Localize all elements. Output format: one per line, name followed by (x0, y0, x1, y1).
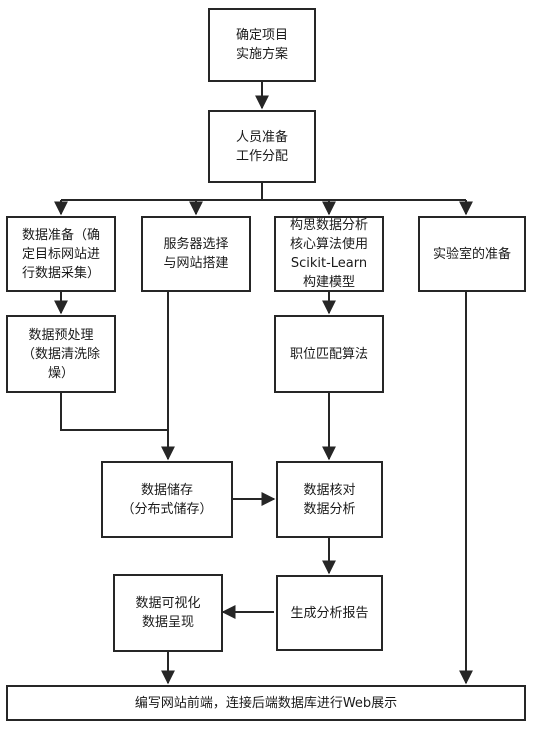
node-algorithm-design: 构思数据分析 核心算法使用 Scikit-Learn 构建模型 (274, 216, 384, 292)
node-data-verification-label: 数据核对 数据分析 (303, 482, 356, 517)
node-staff-preparation-label: 人员准备 工作分配 (235, 129, 288, 164)
node-lab-preparation: 实验室的准备 (418, 216, 526, 292)
node-define-project-plan: 确定项目 实施方案 (208, 8, 316, 82)
node-data-storage-label: 数据储存 （分布式储存） (121, 482, 213, 517)
connector-preprocess-to-merge (60, 393, 168, 431)
node-data-preparation: 数据准备（确 定目标网站进 行数据采集） (6, 216, 116, 292)
node-data-visualization: 数据可视化 数据呈现 (113, 574, 223, 652)
node-data-verification: 数据核对 数据分析 (276, 461, 383, 538)
node-lab-preparation-label: 实验室的准备 (432, 246, 511, 262)
node-data-preprocessing-label: 数据预处理 （数据清洗除 燥） (21, 327, 100, 381)
node-algorithm-design-label: 构思数据分析 核心算法使用 Scikit-Learn 构建模型 (289, 218, 368, 290)
node-staff-preparation: 人员准备 工作分配 (208, 110, 316, 183)
node-data-preparation-label: 数据准备（确 定目标网站进 行数据采集） (21, 227, 100, 281)
node-define-project-plan-label: 确定项目 实施方案 (235, 28, 288, 62)
node-generate-report-label: 生成分析报告 (290, 605, 369, 621)
node-job-matching-algorithm: 职位匹配算法 (274, 315, 384, 393)
node-data-storage: 数据储存 （分布式储存） (101, 461, 233, 538)
node-data-visualization-label: 数据可视化 数据呈现 (135, 596, 201, 630)
node-generate-report: 生成分析报告 (276, 575, 383, 651)
node-server-selection: 服务器选择 与网站搭建 (141, 216, 251, 292)
node-web-frontend-display-label: 编写网站前端，连接后端数据库进行Web展示 (134, 695, 398, 711)
node-data-preprocessing: 数据预处理 （数据清洗除 燥） (6, 315, 116, 393)
node-web-frontend-display: 编写网站前端，连接后端数据库进行Web展示 (6, 685, 526, 721)
node-job-matching-algorithm-label: 职位匹配算法 (289, 346, 368, 362)
node-server-selection-label: 服务器选择 与网站搭建 (163, 237, 229, 271)
